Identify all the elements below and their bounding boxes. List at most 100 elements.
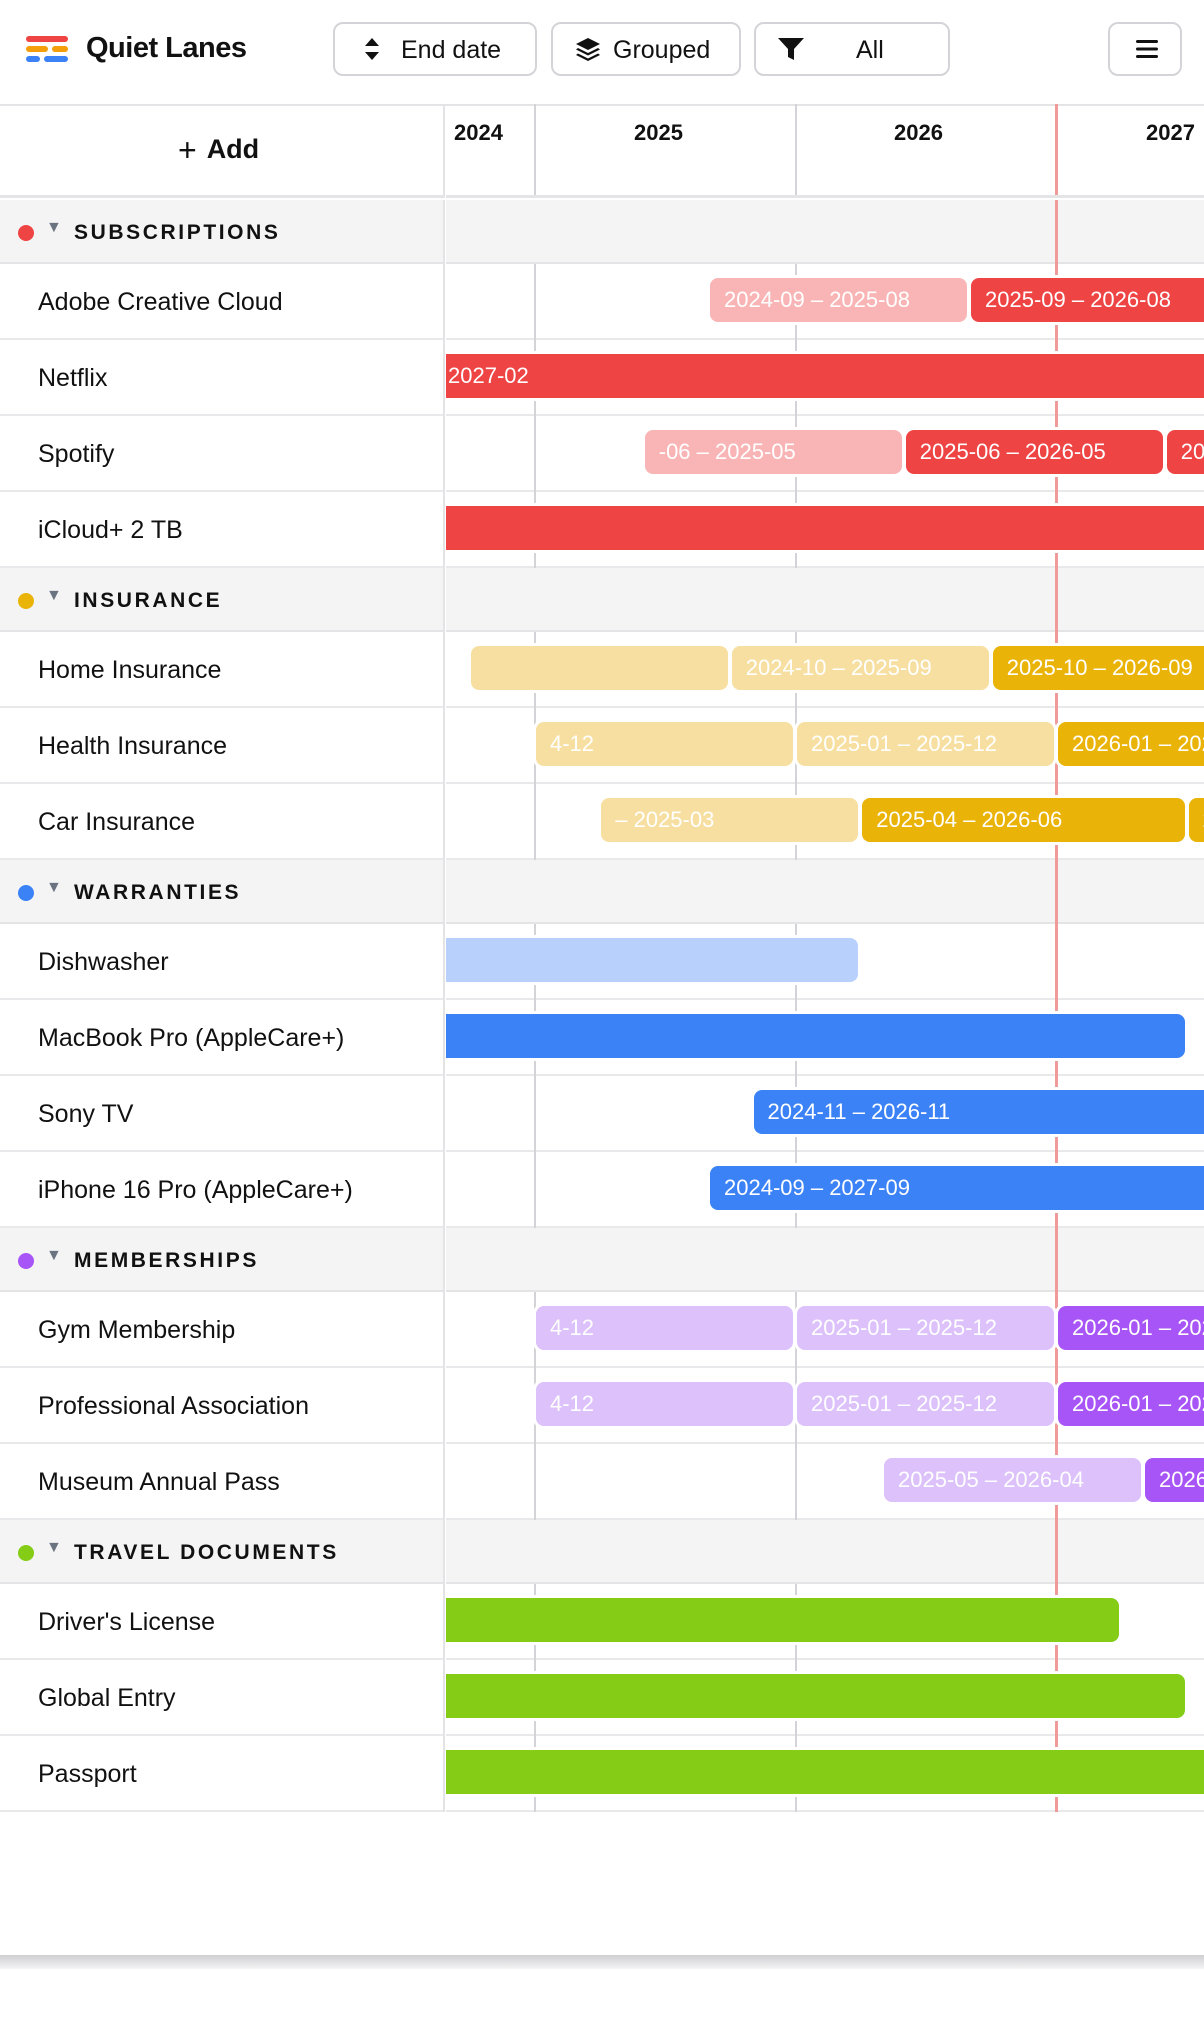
item-row[interactable]: Car Insurance [0, 784, 443, 860]
timeline-row [446, 1584, 1204, 1660]
date-range-bar[interactable]: 2026-06 – 2027-05 [1166, 430, 1204, 474]
date-range-bar[interactable] [446, 1014, 1185, 1058]
collapse-caret-icon[interactable]: ▼ [46, 587, 62, 604]
date-range-bar[interactable]: 2025-01 – 2025-12 [797, 722, 1054, 766]
date-range-bar[interactable]: -06 – 2025-05 [644, 430, 902, 474]
timeline-row [446, 1292, 1204, 1368]
date-range-bar[interactable] [446, 1598, 1120, 1642]
date-range-bar[interactable]: 2026-07 – 2027-06 [1188, 798, 1204, 842]
add-button[interactable]: + Add [178, 131, 260, 168]
timeline-group-band [446, 860, 1204, 924]
date-range-bar[interactable]: 4-12 [536, 1382, 793, 1426]
group-name: MEMBERSHIPS [74, 1249, 259, 1272]
date-range-bar[interactable] [446, 938, 859, 982]
year-label: 2025 [634, 120, 683, 145]
item-row[interactable]: MacBook Pro (AppleCare+) [0, 1000, 443, 1076]
item-name: Adobe Creative Cloud [38, 288, 283, 316]
date-range-bar[interactable]: 2024-11 – 2026-11 [753, 1090, 1204, 1134]
date-range-bar[interactable] [446, 1750, 1204, 1794]
item-row[interactable]: Museum Annual Pass [0, 1444, 443, 1520]
group-name: SUBSCRIPTIONS [74, 221, 281, 244]
timeline-row [446, 1736, 1204, 1812]
date-range-bar[interactable]: 2024-09 – 2027-09 [710, 1166, 1204, 1210]
plus-icon: + [178, 131, 197, 168]
filter-button[interactable]: All [754, 22, 950, 76]
item-name: Passport [38, 1760, 137, 1788]
group-name: INSURANCE [74, 589, 223, 612]
item-name: Spotify [38, 440, 115, 468]
collapse-caret-icon[interactable]: ▼ [46, 1247, 62, 1264]
sort-button[interactable]: End date [333, 22, 537, 76]
collapse-caret-icon[interactable]: ▼ [46, 879, 62, 896]
item-row[interactable]: Netflix [0, 340, 443, 416]
today-marker-line [1055, 200, 1058, 1812]
item-name: Museum Annual Pass [38, 1468, 280, 1496]
date-range-bar[interactable]: 2025-10 – 2026-09 [992, 646, 1204, 690]
group-header[interactable]: ▼ TRAVEL DOCUMENTS [0, 1520, 443, 1584]
item-row[interactable]: iPhone 16 Pro (AppleCare+) [0, 1152, 443, 1228]
date-range-bar[interactable] [446, 1674, 1185, 1718]
date-range-bar[interactable]: 2025-01 – 2025-12 [797, 1306, 1054, 1350]
date-range-bar[interactable] [470, 646, 728, 690]
layers-icon [573, 24, 603, 74]
item-row[interactable]: Gym Membership [0, 1292, 443, 1368]
group-header[interactable]: ▼ SUBSCRIPTIONS [0, 200, 443, 264]
group-color-dot [18, 225, 34, 241]
year-gridline [534, 104, 536, 195]
date-range-bar[interactable]: 4-12 [536, 722, 793, 766]
item-row[interactable]: Spotify [0, 416, 443, 492]
group-color-dot [18, 593, 34, 609]
menu-button[interactable] [1108, 22, 1182, 76]
add-button-label: Add [206, 134, 260, 164]
item-row[interactable]: Passport [0, 1736, 443, 1812]
date-range-bar[interactable]: 2025-01 – 2025-12 [797, 1382, 1054, 1426]
group-name: TRAVEL DOCUMENTS [74, 1541, 339, 1564]
item-row[interactable]: Driver's License [0, 1584, 443, 1660]
date-range-bar[interactable]: 2026-01 – 2026-12 [1058, 1306, 1204, 1350]
date-range-bar[interactable]: 2025-04 – 2026-06 [862, 798, 1185, 842]
timeline-group-band [446, 200, 1204, 264]
today-marker-header [1055, 104, 1058, 195]
item-name: iCloud+ 2 TB [38, 516, 183, 544]
group-button[interactable]: Grouped [551, 22, 741, 76]
collapse-caret-icon[interactable]: ▼ [46, 219, 62, 236]
filter-icon [776, 24, 806, 74]
group-header[interactable]: ▼ MEMBERSHIPS [0, 1228, 443, 1292]
timeline-group-band [446, 568, 1204, 632]
group-header[interactable]: ▼ INSURANCE [0, 568, 443, 632]
hamburger-menu-icon [1132, 24, 1162, 74]
item-row[interactable]: Global Entry [0, 1660, 443, 1736]
year-gridline [795, 200, 797, 1812]
date-range-bar[interactable]: 2027-02 [446, 354, 1204, 398]
item-row[interactable]: Health Insurance [0, 708, 443, 784]
date-range-bar[interactable]: 2026-05 – 2027-04 [1145, 1458, 1204, 1502]
item-row[interactable]: iCloud+ 2 TB [0, 492, 443, 568]
timeline-row [446, 708, 1204, 784]
collapse-caret-icon[interactable]: ▼ [46, 1539, 62, 1556]
item-row[interactable]: Sony TV [0, 1076, 443, 1152]
group-header[interactable]: ▼WARRANTIES [0, 860, 443, 924]
sort-updown-icon [357, 24, 387, 74]
date-range-bar[interactable]: 2024-10 – 2025-09 [731, 646, 989, 690]
item-name: Gym Membership [38, 1316, 236, 1344]
item-row[interactable]: Professional Association [0, 1368, 443, 1444]
item-name: Dishwasher [38, 948, 169, 976]
item-row[interactable]: Dishwasher [0, 924, 443, 1000]
timeline-row [446, 924, 1204, 1000]
group-color-dot [18, 1545, 34, 1561]
date-range-bar[interactable]: 2024-09 – 2025-08 [710, 278, 967, 322]
timeline-row [446, 1444, 1204, 1520]
date-range-bar[interactable]: – 2025-03 [601, 798, 859, 842]
item-name: Car Insurance [38, 808, 196, 836]
date-range-bar[interactable]: 4-12 [536, 1306, 793, 1350]
date-range-bar[interactable]: 2025-05 – 2026-04 [884, 1458, 1141, 1502]
item-row[interactable]: Adobe Creative Cloud [0, 264, 443, 340]
date-range-bar[interactable]: 2025-09 – 2026-08 [971, 278, 1204, 322]
date-range-bar[interactable] [446, 506, 1204, 550]
date-range-bar[interactable]: 2026-01 – 2026-12 [1058, 722, 1204, 766]
date-range-bar[interactable]: 2026-01 – 2026-12 [1058, 1382, 1204, 1426]
item-row[interactable]: Home Insurance [0, 632, 443, 708]
timeline-row [446, 340, 1204, 416]
date-range-bar[interactable]: 2025-06 – 2026-05 [905, 430, 1163, 474]
